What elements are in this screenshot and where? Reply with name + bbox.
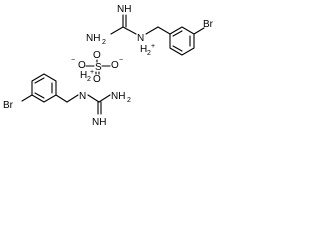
lower-h2-label: H <box>80 70 87 81</box>
upper-c-nh2-bond <box>110 26 124 35</box>
lower-ring-double-3 <box>34 92 45 99</box>
lower-ch2-ring-bond <box>55 94 68 103</box>
upper-ring-double-3 <box>172 45 183 52</box>
sulfate-o-right: O <box>111 60 119 71</box>
upper-cation: NH NH 2 N H 2 + Br <box>86 4 214 57</box>
lower-n-ch2-bond <box>66 94 79 103</box>
lower-ring-double-2 <box>34 77 45 84</box>
lower-cation: H 2 + N NH 2 NH Br <box>3 69 131 128</box>
sulfate-s: S <box>95 62 102 73</box>
lower-benzene-ring <box>31 73 57 103</box>
upper-imine-nh-label: NH <box>117 4 131 15</box>
lower-n-c-bond <box>87 94 100 103</box>
upper-n-label: N <box>137 33 144 44</box>
sulfate-o-bottom: O <box>93 74 101 85</box>
sulfate-minus-left: − <box>71 57 75 64</box>
upper-h2-label: H <box>140 44 147 55</box>
sulfate-o-left: O <box>78 60 86 71</box>
sulfate-anion: O O − S O − O <box>71 50 123 85</box>
sulfate-o-top: O <box>93 50 101 61</box>
upper-amine-nh2-label: NH <box>86 33 100 44</box>
sulfate-minus-right: − <box>119 57 123 64</box>
upper-c-n-bond <box>122 26 137 35</box>
lower-br-label: Br <box>3 100 14 111</box>
lower-n-label: N <box>79 91 86 102</box>
upper-ch2-ring-bond <box>157 26 171 35</box>
upper-benzene-ring <box>169 26 195 56</box>
lower-h2-plus: + <box>90 69 94 76</box>
lower-amine-nh2-sub: 2 <box>127 97 131 104</box>
lower-amine-nh2-label: NH <box>111 91 125 102</box>
upper-br-bond <box>193 27 205 35</box>
upper-h2-sub: 2 <box>147 50 151 57</box>
lower-c-nh2-bond <box>98 94 111 103</box>
upper-br-label: Br <box>203 19 214 30</box>
upper-amine-nh2-sub: 2 <box>102 39 106 46</box>
upper-h2-plus: + <box>151 43 155 50</box>
lower-imine-nh-label: NH <box>92 117 106 128</box>
lower-br-bond <box>21 94 33 102</box>
structure-diagram: NH NH 2 N H 2 + Br O O − S O − <box>3 4 214 128</box>
lower-h2-sub: 2 <box>87 76 91 83</box>
upper-n-ch2-bond <box>145 26 159 35</box>
upper-ring-double-1 <box>172 30 183 37</box>
